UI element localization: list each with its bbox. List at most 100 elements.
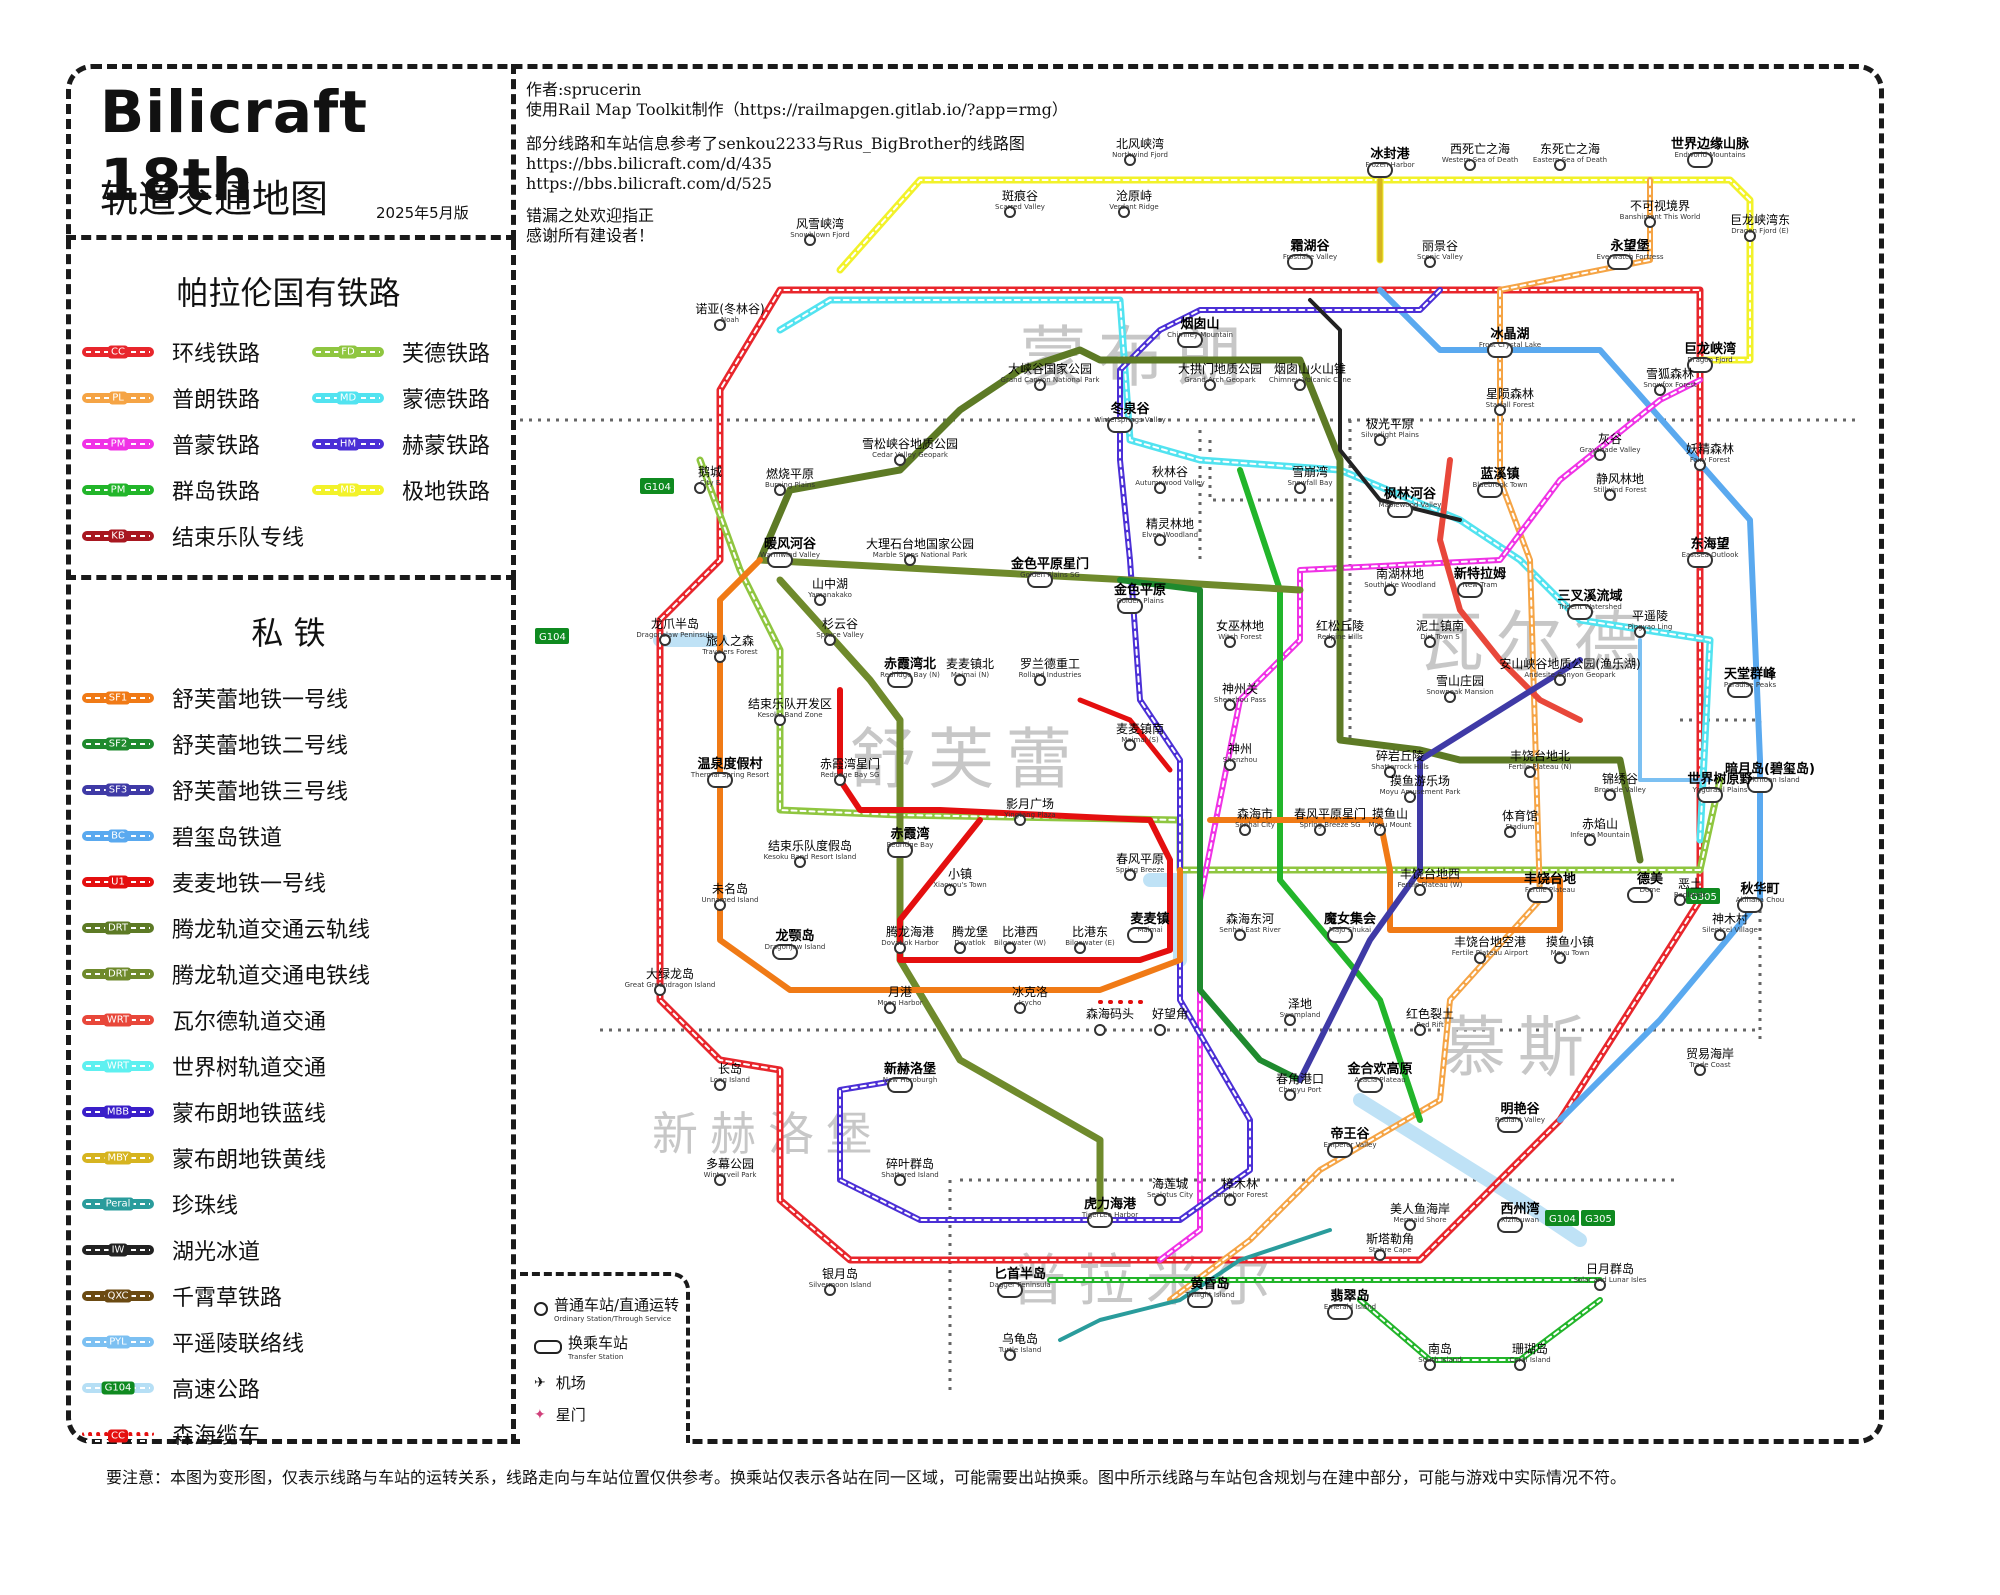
station-marker[interactable] <box>1714 929 1726 941</box>
transfer-station-marker[interactable] <box>1497 1217 1523 1233</box>
transfer-station-marker[interactable] <box>767 552 793 568</box>
transfer-station-marker[interactable] <box>1127 927 1153 943</box>
station[interactable]: 好望角 <box>1152 1007 1188 1036</box>
station-marker[interactable] <box>1404 791 1416 803</box>
transfer-station-marker[interactable] <box>1687 552 1713 568</box>
station-marker[interactable] <box>1224 759 1236 771</box>
credits-link-525[interactable]: https://bbs.bilicraft.com/d/525 <box>526 174 773 193</box>
transfer-station-marker[interactable] <box>887 842 913 858</box>
station-marker[interactable] <box>1239 824 1251 836</box>
transfer-station-marker[interactable] <box>1107 417 1133 433</box>
station-marker[interactable] <box>1224 699 1236 711</box>
station-marker[interactable] <box>824 634 836 646</box>
station-marker[interactable] <box>1324 636 1336 648</box>
station-marker[interactable] <box>1464 159 1476 171</box>
station-marker[interactable] <box>1634 626 1646 638</box>
station-marker[interactable] <box>1424 256 1436 268</box>
station-marker[interactable] <box>1694 1064 1706 1076</box>
station-marker[interactable] <box>944 884 956 896</box>
transfer-station-marker[interactable] <box>887 672 913 688</box>
station-marker[interactable] <box>1118 206 1130 218</box>
station-marker[interactable] <box>1074 942 1086 954</box>
transfer-station-marker[interactable] <box>1287 254 1313 270</box>
station-marker[interactable] <box>1004 1349 1016 1361</box>
station-marker[interactable] <box>1414 1024 1426 1036</box>
station-marker[interactable] <box>1744 230 1756 242</box>
transfer-station-marker[interactable] <box>1737 897 1763 913</box>
station-marker[interactable] <box>1554 159 1566 171</box>
station-marker[interactable] <box>1154 1024 1166 1036</box>
station-marker[interactable] <box>884 1002 896 1014</box>
transfer-station-marker[interactable] <box>1027 572 1053 588</box>
station[interactable]: 诺亚(冬林谷)Noah <box>695 301 765 331</box>
station-marker[interactable] <box>1594 449 1606 461</box>
station-marker[interactable] <box>654 984 666 996</box>
station-marker[interactable] <box>1204 379 1216 391</box>
station-marker[interactable] <box>1034 674 1046 686</box>
station-marker[interactable] <box>1374 1249 1386 1261</box>
transfer-station-marker[interactable] <box>1327 927 1353 943</box>
station-marker[interactable] <box>1284 1089 1296 1101</box>
station-marker[interactable] <box>1444 691 1456 703</box>
transfer-station-marker[interactable] <box>1567 604 1593 620</box>
station-marker[interactable] <box>714 1174 726 1186</box>
transfer-station-marker[interactable] <box>1367 162 1393 178</box>
station-marker[interactable] <box>1554 952 1566 964</box>
station[interactable]: 森海码头 <box>1086 1006 1134 1036</box>
